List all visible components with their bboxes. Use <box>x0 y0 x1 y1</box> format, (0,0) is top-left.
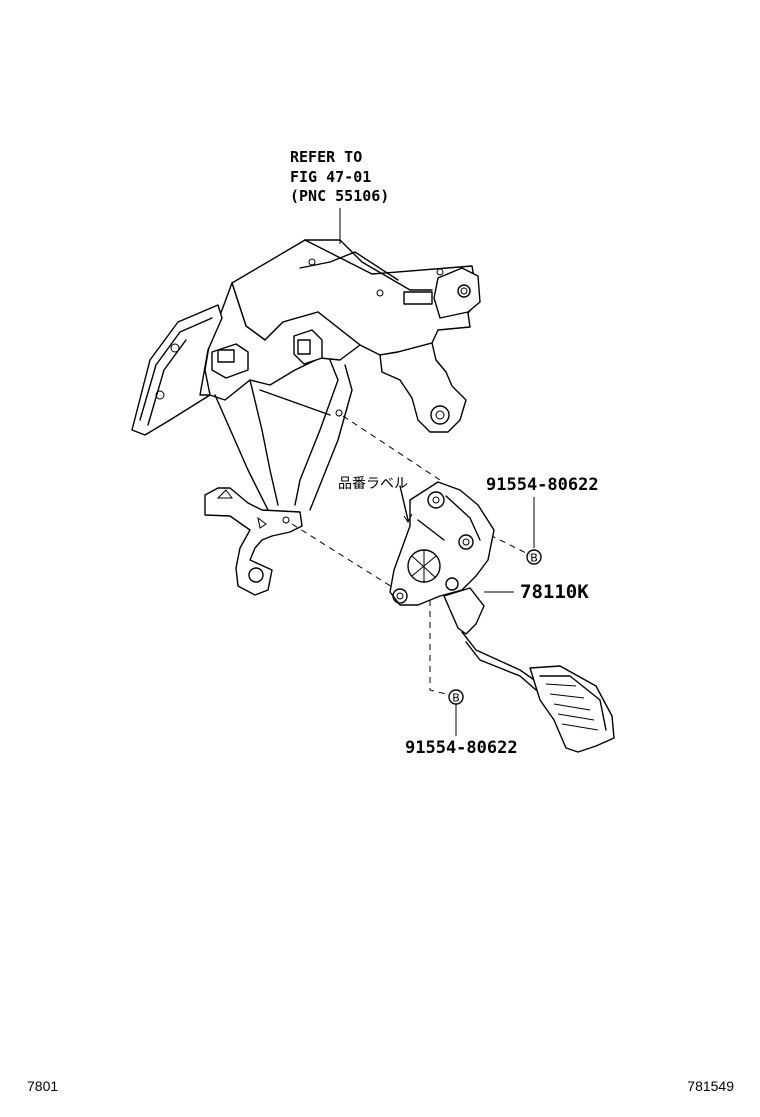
svg-text:B: B <box>452 692 460 705</box>
footer-right-code: 781549 <box>687 1078 734 1094</box>
pedal-support-bracket <box>131 239 481 596</box>
alignment-lines <box>291 415 531 696</box>
part-number-label-jp: 品番ラベル <box>338 476 408 492</box>
callout-b-upper: B <box>526 549 542 565</box>
callout-b-lower: B <box>448 689 464 705</box>
footer-left-code: 7801 <box>27 1078 58 1094</box>
part-label-arrowhead <box>403 513 413 523</box>
refer-to-line-2: FIG 47-01 <box>290 168 371 186</box>
upper-bolt-part-number: 91554-80622 <box>486 475 599 495</box>
accelerator-pedal-assembly <box>389 481 615 753</box>
lower-bolt-part-number: 91554-80622 <box>405 738 518 758</box>
part-label-arrow <box>399 485 409 521</box>
refer-to-line-1: REFER TO <box>290 148 362 166</box>
svg-text:B: B <box>530 552 538 565</box>
pedal-part-number: 78110K <box>520 581 589 603</box>
refer-to-line-3: (PNC 55106) <box>290 187 389 205</box>
